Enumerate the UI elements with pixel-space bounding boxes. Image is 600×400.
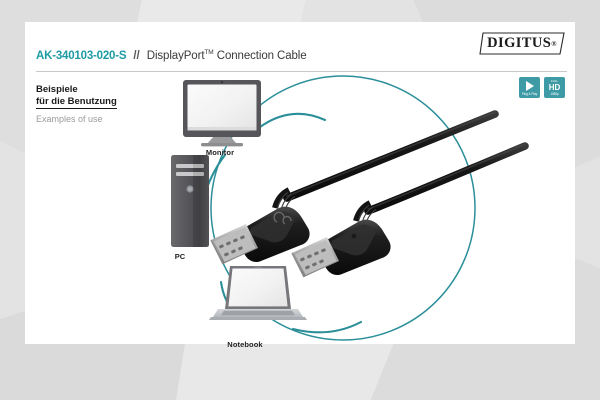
plug-and-play-badge-label: Plug & Play: [521, 91, 538, 96]
trademark-mark: TM: [204, 49, 214, 57]
strain-relief-left: [272, 187, 296, 213]
product-title: DisplayPortTM Connection Cable: [147, 49, 307, 62]
notebook-label: Notebook: [227, 340, 263, 349]
header-separator: //: [133, 50, 140, 62]
teal-accent-circle: [210, 75, 476, 341]
play-triangle-icon: [525, 80, 534, 91]
cable-highlight-upper: [286, 111, 496, 197]
pc-icon: [171, 155, 209, 247]
displayport-connector-left: [210, 206, 310, 265]
digitus-logo: DIGITUS®: [479, 31, 565, 56]
product-title-main: DisplayPort: [146, 50, 205, 62]
digitus-logo-text: DIGITUS®: [479, 31, 565, 56]
displayport-connector-right: [291, 219, 391, 278]
full-hd-badge: FULL HD 1080p: [544, 77, 565, 98]
connector-line-notebook: [291, 320, 363, 334]
header-divider: [36, 71, 567, 72]
product-sku: AK-340103-020-S: [36, 50, 127, 62]
strain-relief-right: [353, 200, 377, 226]
full-hd-badge-main: HD: [548, 82, 561, 92]
notebook-icon: [209, 266, 307, 320]
product-header: AK-340103-020-S // DisplayPortTM Connectio…: [36, 46, 567, 68]
product-title-rest: Connection Cable: [216, 50, 307, 62]
pc-label: PC: [174, 252, 186, 261]
full-hd-badge-sub: 1080p: [550, 91, 559, 96]
content-panel: DIGITUS® AK-340103-020-S // DisplayPortTM …: [25, 22, 575, 349]
usage-diagram: Monitor PC Notebook: [25, 22, 575, 349]
registered-mark: ®: [551, 39, 557, 48]
cable-strand-upper: [283, 110, 499, 202]
caption-en: Examples of use: [36, 114, 103, 124]
connector-line-monitor: [258, 112, 327, 129]
monitor-label: Monitor: [205, 148, 235, 157]
monitor-icon: [183, 80, 261, 147]
plug-and-play-badge: Plug & Play: [519, 77, 540, 98]
caption-de-line1: Beispiele: [36, 84, 78, 95]
feature-badges: Plug & Play FULL HD 1080p: [519, 77, 565, 98]
cable-strand-lower: [364, 142, 529, 215]
digitus-wordmark: DIGITUS: [487, 35, 552, 51]
caption-de-line2: für die Benutzung: [36, 95, 117, 107]
full-hd-badge-top: FULL: [551, 79, 558, 84]
cable-highlight-lower: [367, 143, 526, 210]
